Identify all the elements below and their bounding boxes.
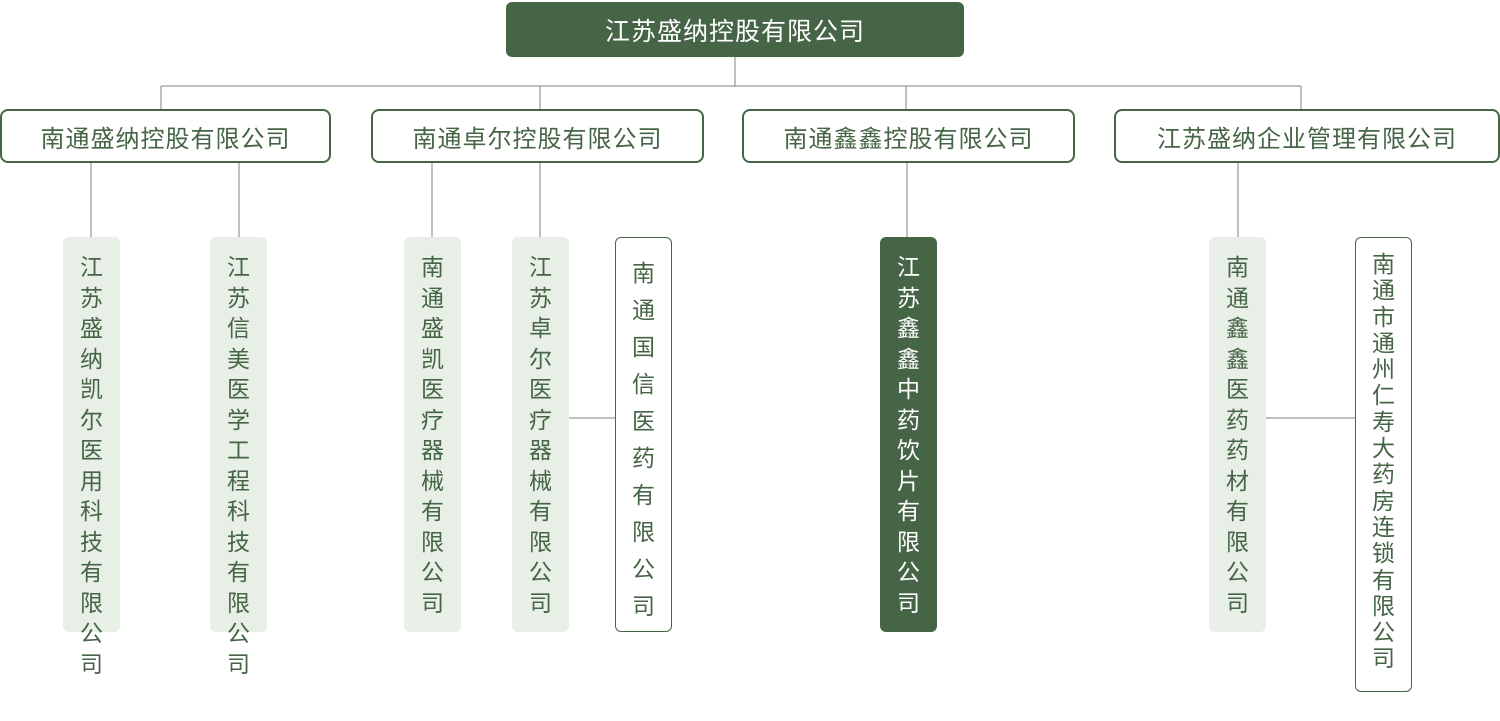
holding-label: 南通卓尔控股有限公司 — [412, 124, 663, 153]
subsidiary-box: 南通鑫鑫医药药材有限公司 — [1209, 237, 1266, 632]
holding-box-4: 江苏盛纳企业管理有限公司 — [1114, 109, 1500, 163]
holding-box-2: 南通卓尔控股有限公司 — [371, 109, 704, 163]
subsidiary-box: 南通盛凯医疗器械有限公司 — [404, 237, 461, 632]
subsidiary-label: 江苏盛纳凯尔医用科技有限公司 — [80, 255, 103, 678]
subsidiary-label: 江苏信美医学工程科技有限公司 — [227, 255, 250, 678]
subsidiary-box-highlighted: 江苏鑫鑫中药饮片有限公司 — [880, 237, 937, 632]
holding-label: 江苏盛纳企业管理有限公司 — [1157, 124, 1457, 153]
subsidiary-box: 江苏信美医学工程科技有限公司 — [210, 237, 267, 678]
subsidiary-label: 南通盛凯医疗器械有限公司 — [421, 255, 444, 617]
subsidiary-label: 江苏鑫鑫中药饮片有限公司 — [897, 255, 920, 617]
holding-label: 南通盛纳控股有限公司 — [40, 124, 291, 153]
holding-box-1: 南通盛纳控股有限公司 — [0, 109, 331, 163]
subsidiary-label: 南通鑫鑫医药药材有限公司 — [1226, 255, 1249, 617]
subsidiary-box: 南通市通州仁寿大药房连锁有限公司 — [1355, 237, 1412, 692]
subsidiary-box: 江苏卓尔医疗器械有限公司 — [512, 237, 569, 632]
holding-box-3: 南通鑫鑫控股有限公司 — [742, 109, 1075, 163]
subsidiary-box: 江苏盛纳凯尔医用科技有限公司 — [63, 237, 120, 678]
subsidiary-label: 江苏卓尔医疗器械有限公司 — [529, 255, 552, 617]
subsidiary-box: 南通国信医药有限公司 — [615, 237, 672, 632]
subsidiary-label: 南通国信医药有限公司 — [632, 261, 655, 620]
root-company-label: 江苏盛纳控股有限公司 — [604, 16, 865, 46]
root-company-box: 江苏盛纳控股有限公司 — [506, 2, 964, 57]
holding-label: 南通鑫鑫控股有限公司 — [783, 124, 1034, 153]
subsidiary-label: 南通市通州仁寿大药房连锁有限公司 — [1372, 252, 1395, 673]
